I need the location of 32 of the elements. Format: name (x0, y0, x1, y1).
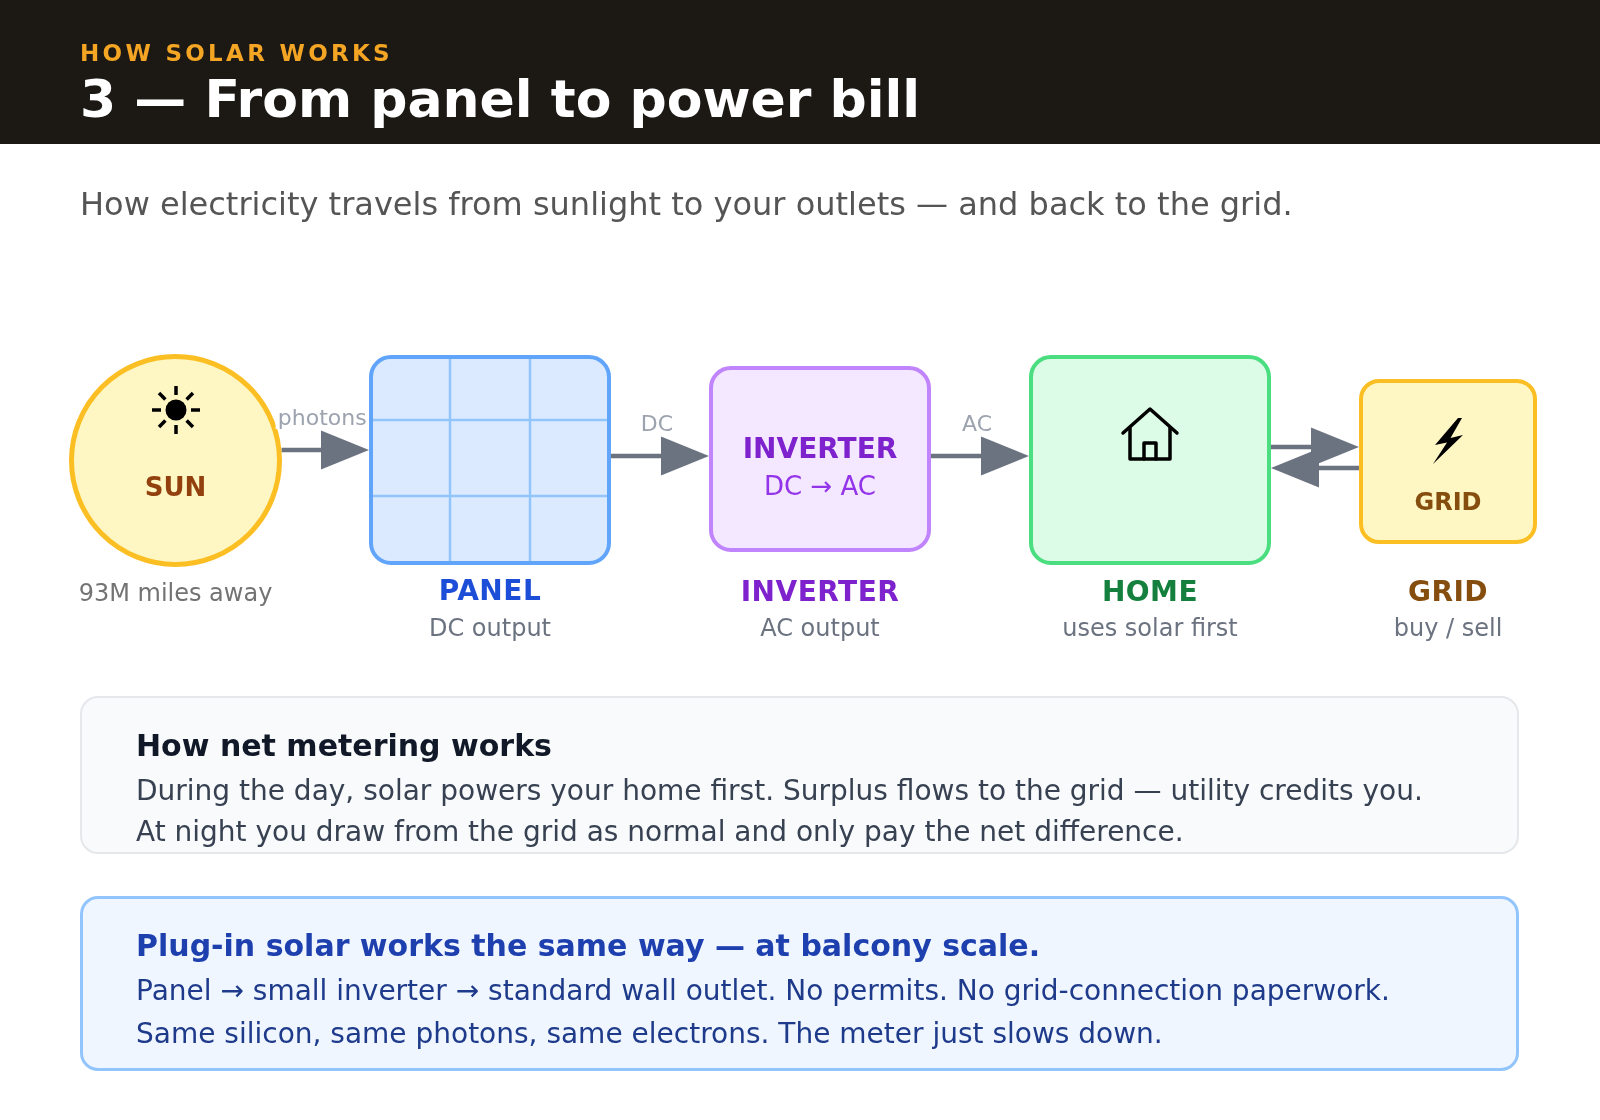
node-caption: buy / sell (1393, 612, 1503, 643)
subtitle: How electricity travels from sunlight to your outlets — and back to the grid. (80, 183, 1293, 224)
card-text: Panel → small inverter → standard wall outlet. No permits. No grid-connection paperwork. (136, 972, 1390, 1008)
arrow (281, 430, 369, 470)
inverter-box (709, 366, 931, 552)
section-label: HOW SOLAR WORKS (80, 38, 393, 67)
card-text: Same silicon, same photons, same electrons. The meter just slows down. (136, 1015, 1163, 1051)
home-box (1029, 355, 1271, 565)
card-text: At night you draw from the grid as normal and only pay the net difference. (136, 813, 1184, 849)
node-caption: DC output (429, 612, 551, 643)
info-card (80, 696, 1519, 854)
edge-label: photons (275, 407, 369, 430)
arrow (611, 436, 709, 476)
highlight-card (80, 896, 1519, 1071)
node-title: INVERTER (740, 573, 900, 609)
card-text: During the day, solar powers your home first. Surplus flows to the grid — utility credits you. (136, 772, 1423, 808)
node-caption: AC output (760, 612, 880, 643)
page-title: 3 — From panel to power bill (80, 69, 921, 129)
node-label: DC → AC (764, 469, 876, 503)
node-title: GRID (1407, 573, 1489, 609)
node-label: SUN (144, 470, 207, 504)
node-title: PANEL (438, 572, 542, 608)
node-label: INVERTER (742, 430, 898, 466)
node-label: GRID (1414, 486, 1482, 517)
arrow (931, 436, 1029, 476)
card-heading: How net metering works (136, 726, 552, 765)
node-caption: 93M miles away (78, 577, 273, 608)
node-title: HOME (1101, 573, 1199, 609)
grid-box (1359, 379, 1537, 544)
node-caption: uses solar first (1062, 612, 1238, 643)
card-heading: Plug-in solar works the same way — at balcony scale. (136, 926, 1041, 965)
arrow (1271, 448, 1359, 488)
